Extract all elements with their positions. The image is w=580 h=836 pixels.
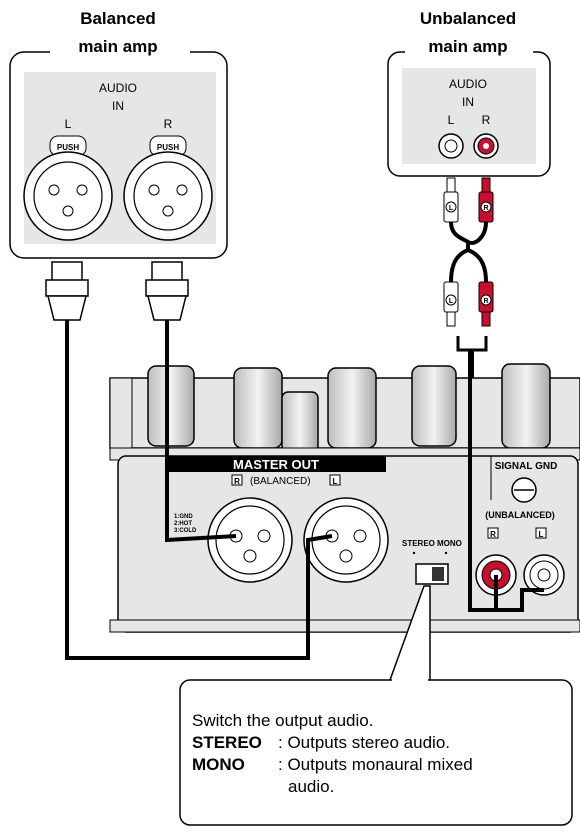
balanced-l-label: L	[65, 117, 72, 131]
rca-input-l	[438, 133, 464, 159]
master-out-r-label: R	[234, 477, 240, 486]
push-label-r: PUSH	[157, 143, 179, 152]
push-label-l: PUSH	[57, 143, 79, 152]
balanced-amp-title-1: Balanced	[80, 9, 156, 28]
plug-l-label-bottom: L	[449, 298, 454, 305]
balanced-xlr-input-l: PUSH	[23, 135, 113, 241]
signal-gnd-terminal[interactable]	[511, 477, 537, 503]
unbal-l-label: L	[539, 530, 544, 539]
master-out-l-xlr	[303, 497, 389, 583]
unbalanced-l-label: L	[448, 113, 455, 127]
unbalanced-out-l-jack	[523, 554, 565, 596]
master-out-r-xlr	[207, 497, 293, 583]
plug-r-label-bottom: R	[483, 298, 488, 305]
balanced-amp-title-2: main amp	[78, 37, 157, 56]
balanced-xlr-input-r: PUSH	[123, 135, 213, 241]
stereo-desc: : Outputs stereo audio.	[278, 733, 450, 752]
master-out-l-label: L	[333, 477, 338, 486]
signal-gnd-label: SIGNAL GND	[495, 461, 558, 472]
unbalanced-amp-title-1: Unbalanced	[420, 9, 516, 28]
xlr-plug-r	[145, 261, 189, 321]
balanced-r-label: R	[164, 117, 173, 131]
plug-r-label-top: R	[483, 205, 488, 212]
unbal-r-label: R	[490, 530, 496, 539]
rca-cable: L R L R	[443, 177, 494, 352]
mono-term: MONO	[192, 755, 245, 774]
pin3-label: 3:COLD	[174, 528, 197, 534]
pin2-label: 2:HOT	[174, 521, 192, 527]
unbalanced-r-label: R	[482, 113, 491, 127]
unbalanced-in-label: IN	[462, 95, 474, 109]
mono-desc-2: audio.	[288, 777, 335, 796]
callout-box	[179, 679, 573, 826]
balanced-cables	[65, 320, 333, 660]
plug-l-label-top: L	[449, 205, 454, 212]
unbalanced-amp-title-2: main amp	[428, 37, 507, 56]
rca-input-r	[473, 133, 499, 159]
stereo-term: STEREO	[192, 733, 262, 752]
master-out-label: MASTER OUT	[233, 457, 319, 472]
balanced-in-label: IN	[112, 99, 124, 113]
stereo-mono-switch[interactable]	[415, 563, 449, 585]
stereo-label: STEREO	[402, 539, 435, 548]
switch-description: Switch the output audio. STEREO : Output…	[180, 680, 572, 825]
knobs	[147, 363, 551, 453]
pin1-label: 1:GND	[174, 514, 193, 520]
balanced-audio-label: AUDIO	[99, 81, 137, 95]
unbalanced-label: (UNBALANCED)	[485, 510, 555, 520]
xlr-plug-l	[45, 261, 89, 321]
unbalanced-main-amp: Unbalanced main amp AUDIO IN L R	[387, 9, 551, 177]
callout-intro: Switch the output audio.	[192, 711, 374, 730]
mixer-panel: MASTER OUT R (BALANCED) L 1:GND 2:HOT 3:…	[109, 363, 580, 633]
mono-desc: : Outputs monaural mixed	[278, 755, 473, 774]
mono-label: MONO	[437, 539, 462, 548]
balanced-main-amp: Balanced main amp AUDIO IN L R PUSH PUSH	[9, 9, 228, 259]
balanced-label: (BALANCED)	[250, 476, 311, 487]
unbalanced-audio-label: AUDIO	[449, 77, 487, 91]
unbalanced-cables	[468, 350, 544, 612]
callout-pointer	[389, 585, 431, 681]
